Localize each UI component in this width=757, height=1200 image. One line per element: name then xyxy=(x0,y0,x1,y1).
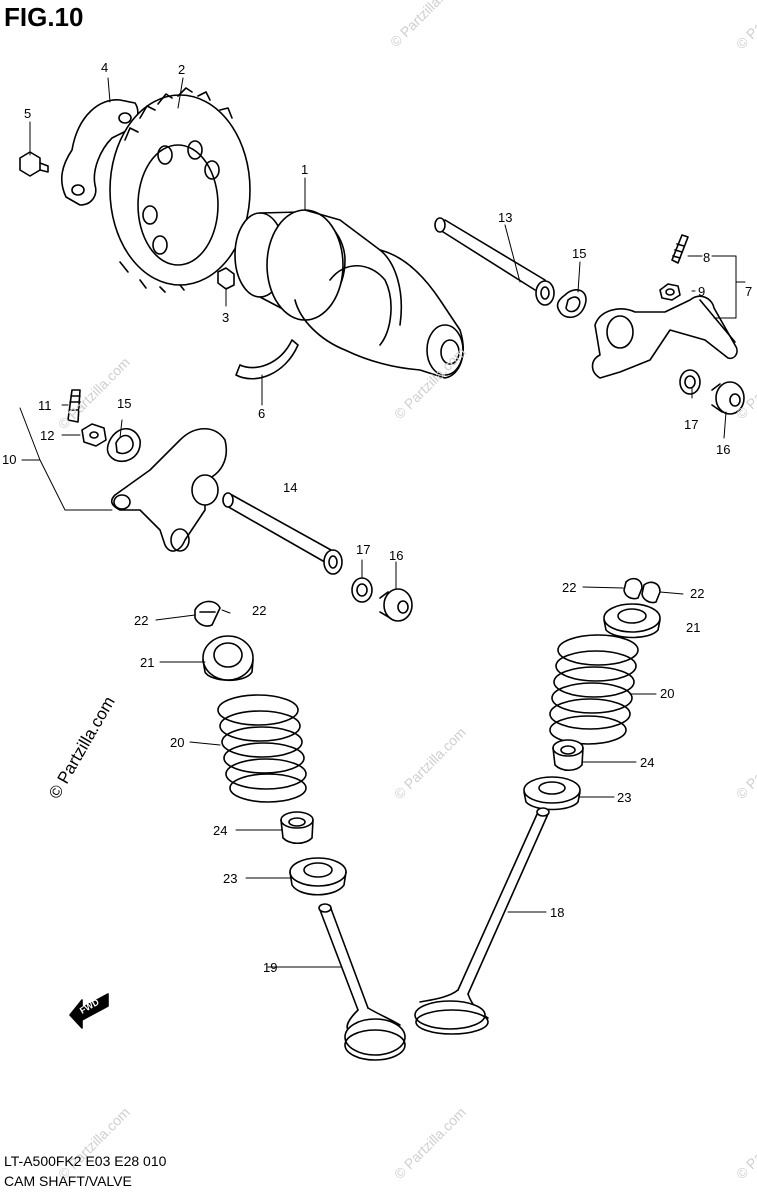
part-13-rocker-shaft xyxy=(434,217,555,306)
callout-13: 13 xyxy=(498,210,512,225)
watermark: © Partzilla.com xyxy=(387,0,465,50)
callout-20b: 20 xyxy=(660,686,674,701)
part-17-washer-lower xyxy=(351,577,373,603)
callout-17a: 17 xyxy=(684,417,698,432)
callout-21b: 21 xyxy=(686,620,700,635)
callout-10: 10 xyxy=(2,452,16,467)
callout-16b: 16 xyxy=(389,548,403,563)
part-8-adjusting-screw xyxy=(671,234,689,264)
part-15-o-ring-upper xyxy=(556,289,587,319)
watermark: © Partzilla.com xyxy=(733,0,757,52)
callout-17b: 17 xyxy=(356,542,370,557)
callout-4: 4 xyxy=(101,60,108,75)
callout-15b: 15 xyxy=(117,396,131,411)
part-18-exhaust-valve xyxy=(414,807,550,1035)
part-4-cam-sprocket-plate xyxy=(60,99,139,206)
callout-3: 3 xyxy=(222,310,229,325)
callout-12: 12 xyxy=(40,428,54,443)
watermark: © Partzilla.com xyxy=(733,1104,757,1182)
part-16-plug-upper xyxy=(711,381,745,415)
part-5-bolt xyxy=(19,151,49,177)
callout-15a: 15 xyxy=(572,246,586,261)
callout-14: 14 xyxy=(283,480,297,495)
callout-18-text: 18 xyxy=(550,905,564,920)
watermark: © Partzilla.com xyxy=(55,1104,133,1182)
part-24-stem-seal-right xyxy=(552,739,584,772)
part-12-lock-nut xyxy=(81,423,107,447)
part-3-pin xyxy=(217,267,235,290)
callout-19: 19 xyxy=(263,960,277,975)
watermark: © Partzilla.com xyxy=(733,724,757,802)
footer-caption: CAM SHAFT/VALVE xyxy=(4,1173,132,1189)
watermark: © Partzilla.com xyxy=(55,354,133,432)
part-16-plug-lower xyxy=(379,588,413,622)
watermark: © Partzilla.com xyxy=(391,1104,469,1182)
callout-23b: 23 xyxy=(617,790,631,805)
callout-21a: 21 xyxy=(140,655,154,670)
part-22-cotter-left xyxy=(194,600,221,627)
callout-7: 7 xyxy=(745,284,752,299)
part-20-valve-spring-left xyxy=(217,694,307,803)
footer-model: LT-A500FK2 E03 E28 010 xyxy=(4,1153,167,1169)
callout-2: 2 xyxy=(178,62,185,77)
callout-24a: 24 xyxy=(213,823,227,838)
part-24-stem-seal-left xyxy=(280,811,314,845)
callout-5: 5 xyxy=(24,106,31,121)
callout-22d: 22 xyxy=(690,586,704,601)
fwd-arrow-icon xyxy=(69,993,109,1029)
part-14-rocker-shaft xyxy=(222,492,343,575)
part-1-camshaft xyxy=(234,209,464,379)
part-20-valve-spring-right xyxy=(549,634,639,745)
part-21-spring-retainer-right xyxy=(603,603,661,639)
side-watermark: © Partzilla.com xyxy=(45,693,119,802)
watermark: © Partzilla.com xyxy=(391,724,469,802)
part-22-cotter-right xyxy=(623,577,661,604)
part-9-lock-nut xyxy=(659,283,681,301)
part-23-spring-seat-right xyxy=(523,776,581,811)
callout-8: 8 xyxy=(703,250,710,265)
callout-22c: 22 xyxy=(562,580,576,595)
callout-6: 6 xyxy=(258,406,265,421)
callout-9: 9 xyxy=(698,284,705,299)
part-21-spring-retainer-left xyxy=(202,635,254,682)
callout-23a: 23 xyxy=(223,871,237,886)
part-10-rocker-arm xyxy=(110,427,227,552)
part-7-rocker-arm xyxy=(591,295,738,379)
callout-22b: 22 xyxy=(252,603,266,618)
part-17-washer-upper xyxy=(679,369,701,395)
part-2-cam-sprocket xyxy=(109,87,251,293)
figure-title: FIG.10 xyxy=(4,2,84,32)
callout-11: 11 xyxy=(38,398,52,413)
part-6-thrust-washer xyxy=(235,339,299,380)
callout-20a: 20 xyxy=(170,735,184,750)
part-15-o-ring-lower xyxy=(106,427,141,462)
callout-1: 1 xyxy=(301,162,308,177)
part-11-adjusting-screw xyxy=(67,389,81,423)
callout-24b: 24 xyxy=(640,755,654,770)
part-23-spring-seat-left xyxy=(289,857,347,896)
part-19-intake-valve xyxy=(318,903,406,1061)
callout-22a: 22 xyxy=(134,613,148,628)
callout-16a: 16 xyxy=(716,442,730,457)
